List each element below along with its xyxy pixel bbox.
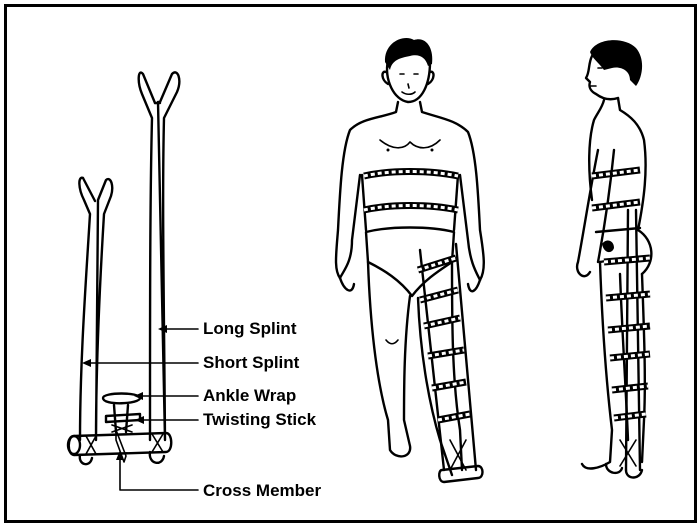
label-cross-member: Cross Member [203, 481, 321, 500]
ankle-wrap-shape [103, 394, 140, 404]
label-ankle-wrap: Ankle Wrap [203, 386, 296, 405]
side-view-figure [577, 40, 651, 477]
label-long-splint: Long Splint [203, 319, 297, 338]
side-hair [590, 40, 642, 86]
label-twisting-stick: Twisting Stick [203, 410, 317, 429]
label-short-splint: Short Splint [203, 353, 300, 372]
twisting-stick-shape [106, 414, 140, 422]
front-view-figure [336, 38, 484, 482]
splint-assembly [68, 72, 179, 464]
label-pointers [82, 325, 198, 490]
long-splint-shape [139, 72, 180, 440]
front-hair [385, 38, 432, 70]
